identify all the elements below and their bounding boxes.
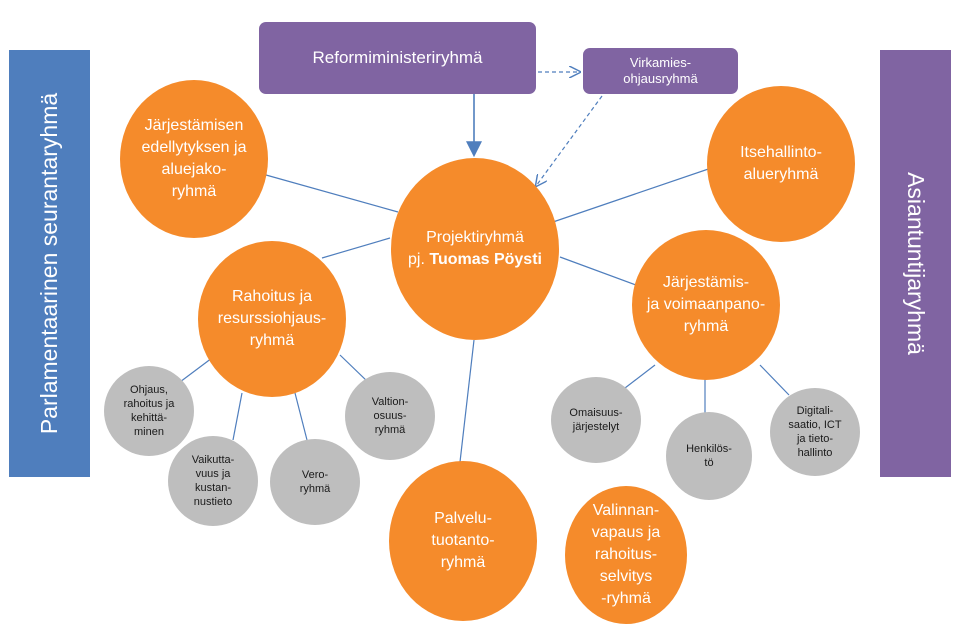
palvelu-group-node: Palvelu- tuotanto- ryhmä <box>389 461 537 621</box>
omaisuus-subgroup-label: Omaisuus- järjestelyt <box>569 407 623 433</box>
arrow-small-box-to-center <box>536 95 603 186</box>
jarjestamisen-group-node: Järjestämisen edellytyksen ja aluejako- … <box>120 80 268 238</box>
link-center-itsehallinto <box>552 162 727 223</box>
itsehallinto-group-label: Itsehallinto- alueryhmä <box>740 144 822 183</box>
expert-group-bar: Asiantuntijaryhmä <box>880 50 951 477</box>
link-jarjestamis-digitali <box>759 364 790 396</box>
reform-ministerial-group-box: Reformiministeriryhmä <box>259 22 536 94</box>
parliamentary-monitoring-group-label: Parlamentaarinen seurantaryhmä <box>36 92 63 435</box>
henkilosto-subgroup-label: Henkilös- tö <box>686 443 732 469</box>
rahoitus-group-label: Rahoitus ja resurssiohjaus- ryhmä <box>217 288 327 349</box>
omaisuus-subgroup-node: Omaisuus- järjestelyt <box>551 377 641 463</box>
link-center-jarjestamis <box>559 256 637 286</box>
project-group-label: Projektiryhmä pj. Tuomas Pöysti <box>408 227 542 271</box>
ohjaus-subgroup-node: Ohjaus, rahoitus ja kehittä- minen <box>104 366 194 456</box>
vaikuttavuus-subgroup-label: Vaikutta- vuus ja kustan- nustieto <box>191 454 235 508</box>
link-rahoitus-vero <box>294 392 308 441</box>
itsehallinto-group-node: Itsehallinto- alueryhmä <box>707 86 855 242</box>
parliamentary-monitoring-group-bar: Parlamentaarinen seurantaryhmä <box>9 50 90 477</box>
valtionosuus-subgroup-label: Valtion- osuus- ryhmä <box>371 396 409 436</box>
project-group-chair: pj. Tuomas Pöysti <box>408 249 542 271</box>
valtionosuus-subgroup-node: Valtion- osuus- ryhmä <box>345 372 435 460</box>
digitali-subgroup-node: Digitali- saatio, ICT ja tieto- hallinto <box>770 388 860 476</box>
ohjaus-subgroup-label: Ohjaus, rahoitus ja kehittä- minen <box>123 384 175 438</box>
valinnan-group-node: Valinnan- vapaus ja rahoitus- selvitys -… <box>565 486 687 624</box>
link-rahoitus-vaikuttavuus <box>232 392 243 441</box>
link-rahoitus-valtionosuus <box>339 354 369 383</box>
jarjestamisen-group-label: Järjestämisen edellytyksen ja aluejako- … <box>141 117 247 200</box>
link-center-jarjestamisen <box>265 174 399 213</box>
vero-subgroup-node: Vero- ryhmä <box>270 439 360 525</box>
chair-prefix: pj. <box>408 251 425 268</box>
link-rahoitus-ohjaus <box>179 357 213 383</box>
civil-servant-steering-group-box: Virkamies- ohjausryhmä <box>583 48 738 94</box>
expert-group-label: Asiantuntijaryhmä <box>903 172 929 355</box>
link-center-palvelu <box>459 339 475 463</box>
jarjestamis-group-label: Järjestämis- ja voimaanpano- ryhmä <box>646 274 766 335</box>
digitali-subgroup-label: Digitali- saatio, ICT ja tieto- hallinto <box>788 405 842 459</box>
vero-subgroup-label: Vero- ryhmä <box>299 469 331 495</box>
palvelu-group-label: Palvelu- tuotanto- ryhmä <box>431 510 495 571</box>
vaikuttavuus-subgroup-node: Vaikutta- vuus ja kustan- nustieto <box>168 436 258 526</box>
link-center-rahoitus <box>321 237 391 259</box>
chair-name: Tuomas Pöysti <box>429 251 542 268</box>
reform-ministerial-group-label: Reformiministeriryhmä <box>312 48 483 67</box>
link-jarjestamis-omaisuus <box>624 364 656 389</box>
valinnan-group-label: Valinnan- vapaus ja rahoitus- selvitys -… <box>591 502 661 607</box>
henkilosto-subgroup-node: Henkilös- tö <box>666 412 752 500</box>
rahoitus-group-node: Rahoitus ja resurssiohjaus- ryhmä <box>198 241 346 397</box>
jarjestamis-group-node: Järjestämis- ja voimaanpano- ryhmä <box>632 230 780 380</box>
project-group-node: Projektiryhmä pj. Tuomas Pöysti <box>391 158 559 340</box>
project-group-title: Projektiryhmä <box>426 229 524 246</box>
civil-servant-steering-group-label: Virkamies- ohjausryhmä <box>623 55 698 86</box>
